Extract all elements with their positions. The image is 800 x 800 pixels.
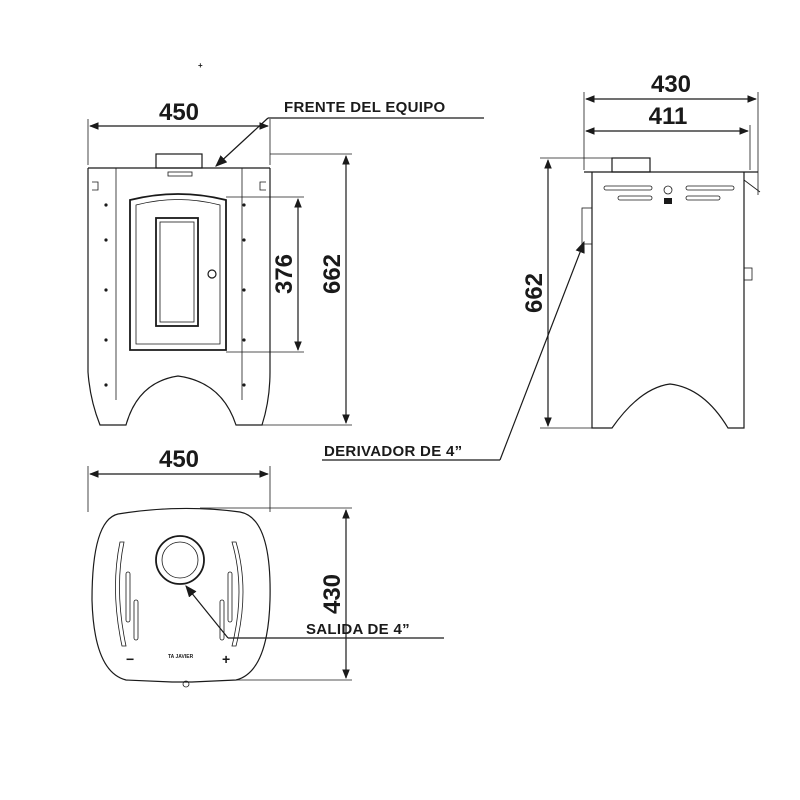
front-left-bracket xyxy=(92,181,99,191)
top-front-knob-icon xyxy=(182,680,190,688)
top-plus-symbol: + xyxy=(222,651,230,667)
front-door-glass xyxy=(155,217,199,327)
side-outer-width-label: 430 xyxy=(651,71,691,98)
front-width-label: 450 xyxy=(159,99,199,126)
top-brand-logo: TA JAVIER xyxy=(168,654,194,660)
top-vent-slots xyxy=(115,541,244,647)
side-flue-collar xyxy=(611,157,651,173)
side-view: 430 411 662 DERIVADOR DE 4” xyxy=(322,71,761,461)
front-callout-arrow xyxy=(215,117,269,167)
derivador-callout-arrow xyxy=(499,240,585,461)
side-logo-icon xyxy=(663,185,673,195)
top-view: 450 − + TA JAVIER 430 SALIDA DE 4” xyxy=(87,446,444,688)
side-vent-left-1 xyxy=(603,185,653,191)
front-door-inner xyxy=(135,199,221,345)
salida-callout-label: SALIDA DE 4” xyxy=(306,621,410,638)
front-door xyxy=(129,193,227,351)
top-flue-outlet-inner xyxy=(161,541,199,579)
side-vent-left-2 xyxy=(617,195,653,201)
side-inner-width-label: 411 xyxy=(649,103,688,130)
front-body-outline xyxy=(87,168,271,426)
front-right-bracket xyxy=(259,181,266,191)
side-vent-right-1 xyxy=(685,185,735,191)
front-callout-label: FRENTE DEL EQUIPO xyxy=(284,99,446,116)
derivador-callout-label: DERIVADOR DE 4” xyxy=(324,443,462,460)
side-logo-mark xyxy=(664,198,672,204)
crosshair-mark: + xyxy=(198,61,203,70)
top-depth-label: 430 xyxy=(319,574,346,614)
side-derivador-box xyxy=(581,207,593,245)
side-vent-right-2 xyxy=(685,195,721,201)
side-right-knob xyxy=(743,267,753,281)
side-body-outline xyxy=(591,172,745,429)
front-top-vent xyxy=(167,171,193,177)
front-door-glass-inner xyxy=(159,221,195,323)
front-door-handle-icon xyxy=(207,269,217,279)
side-height-label: 662 xyxy=(521,273,548,313)
front-total-height-label: 662 xyxy=(319,254,346,294)
top-width-label: 450 xyxy=(159,446,199,473)
side-rear-bracket xyxy=(743,179,761,193)
top-plate-outline xyxy=(91,507,271,683)
top-minus-symbol: − xyxy=(126,651,134,667)
salida-callout-arrow xyxy=(185,585,229,639)
top-flue-outlet-outer xyxy=(155,535,205,585)
front-door-height-label: 376 xyxy=(271,254,298,294)
front-fixing-dots xyxy=(104,203,246,387)
front-flue-collar xyxy=(155,153,203,169)
front-view: 450 xyxy=(87,99,484,426)
